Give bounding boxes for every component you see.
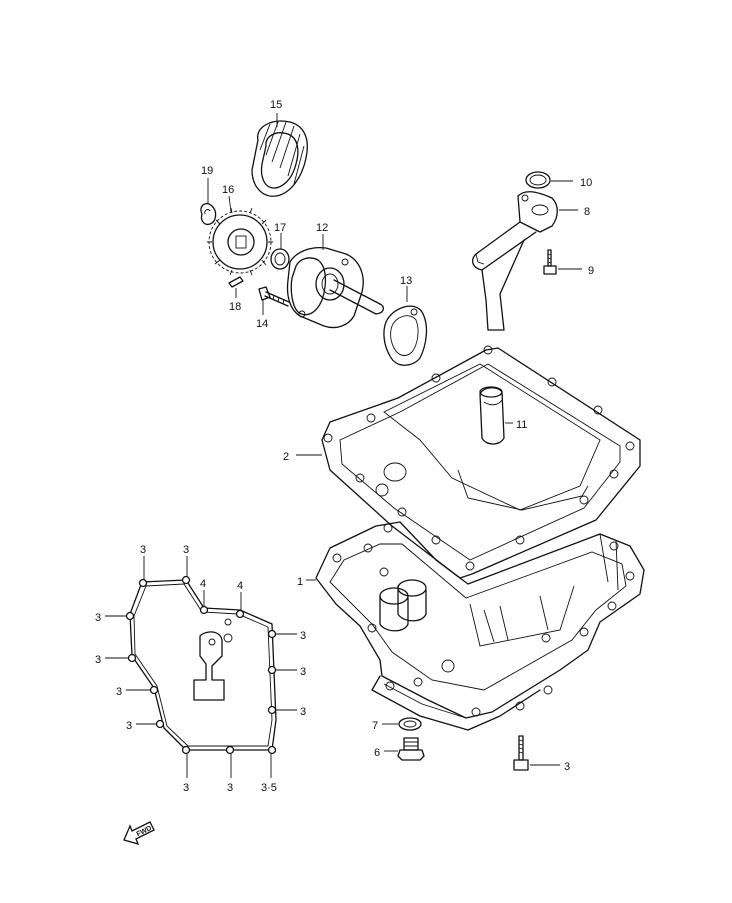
- callout-16: 16: [222, 184, 234, 196]
- callout-6: 6: [374, 747, 380, 759]
- callout-4-left: 4: [200, 578, 206, 590]
- part-3-pan-bolt: [513, 735, 529, 771]
- callout-3-right-middle: 3: [300, 666, 306, 678]
- part-19-circlip: [200, 202, 217, 226]
- callout-3-bottom-middle: 3: [227, 782, 233, 794]
- callout-3-left-upper: 3: [95, 612, 101, 624]
- callout-14: 14: [256, 318, 268, 330]
- callout-3-top-left: 3: [140, 544, 146, 556]
- callout-3-right-lower: 3: [300, 706, 306, 718]
- part-17-washer: [270, 248, 290, 270]
- part-16-sprocket: [207, 207, 273, 276]
- part-6-drain-plug: [397, 737, 425, 761]
- part-18-pin: [228, 276, 244, 288]
- callout-3-bottom-left: 3: [183, 782, 189, 794]
- callout-19: 19: [201, 165, 213, 177]
- callout-11: 11: [516, 419, 527, 431]
- callout-3-bolt: 3: [564, 761, 570, 773]
- callout-2: 2: [283, 451, 289, 463]
- oil-pan-bolt-pattern-outline: [125, 575, 277, 755]
- callout-3-top: 3: [183, 544, 189, 556]
- part-7-drain-washer: [398, 717, 422, 731]
- part-2-oil-pan-gasket: [321, 345, 641, 579]
- callout-15: 15: [270, 99, 282, 111]
- callout-9: 9: [588, 265, 594, 277]
- callout-3-right-upper: 3: [300, 630, 306, 642]
- callout-10: 10: [580, 177, 592, 189]
- callout-12: 12: [316, 222, 328, 234]
- callout-7: 7: [372, 720, 378, 732]
- callout-1: 1: [297, 576, 303, 588]
- forward-direction-arrow: FWD: [123, 821, 155, 845]
- part-1-oil-pan: [315, 521, 645, 731]
- bolt-pattern-leaders: [105, 556, 297, 778]
- fwd-label: FWD: [136, 825, 153, 838]
- part-10-o-ring: [525, 171, 551, 189]
- part-11-pipe: [479, 386, 505, 445]
- part-15-drive-chain: [251, 120, 308, 197]
- callout-13: 13: [400, 275, 412, 287]
- callout-3-left-bottom: 3: [126, 720, 132, 732]
- callout-3-left-middle: 3: [95, 654, 101, 666]
- callout-3-5-bottom-right: 3·5: [261, 782, 277, 794]
- callout-4-right: 4: [237, 580, 243, 592]
- callout-3-left-lower: 3: [116, 686, 122, 698]
- part-12-oil-pump: [286, 246, 384, 329]
- callout-17: 17: [274, 222, 286, 234]
- part-8-oil-strainer: [471, 191, 558, 331]
- part-13-pump-gasket: [383, 305, 428, 366]
- callout-18: 18: [229, 301, 241, 313]
- part-9-bolt: [543, 249, 557, 275]
- part-14-bolt: [258, 286, 290, 307]
- callout-8: 8: [584, 206, 590, 218]
